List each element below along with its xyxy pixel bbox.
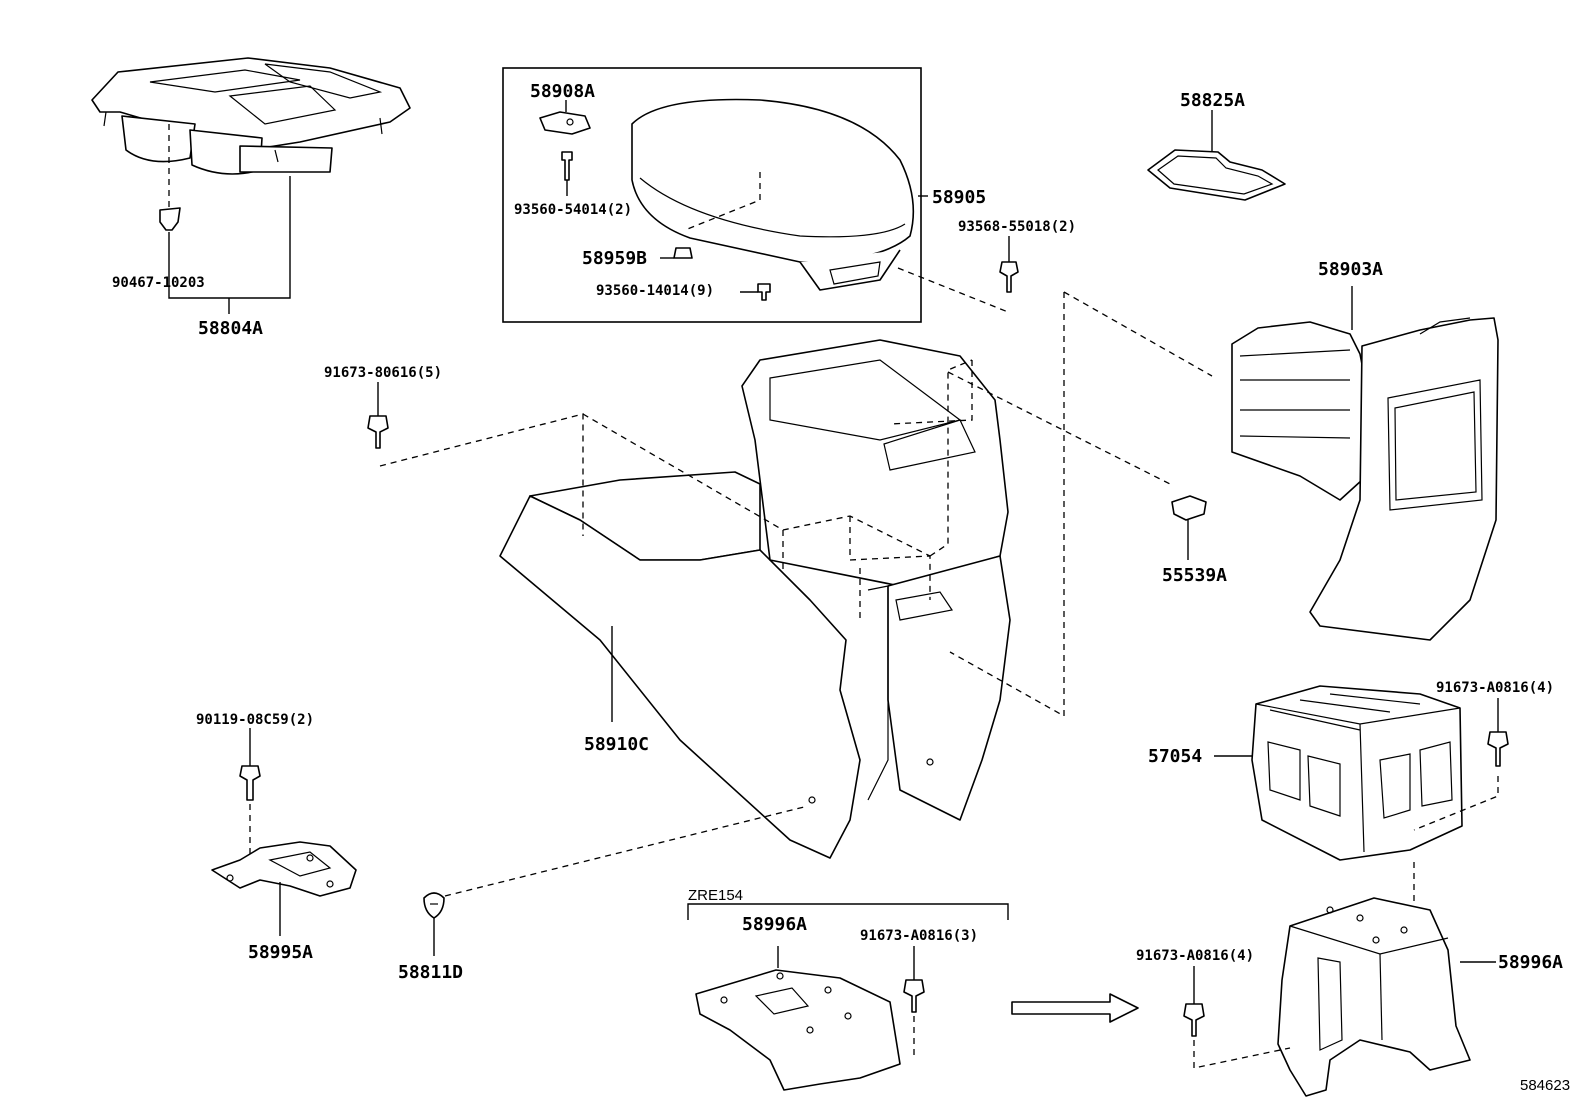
clip-90467-10203 bbox=[159, 207, 181, 231]
label-58804A: 58804A bbox=[198, 318, 263, 339]
label-58903A: 58903A bbox=[1318, 259, 1383, 280]
diagram-reference-number: 584623 bbox=[1520, 1077, 1570, 1094]
box-57054 bbox=[1251, 685, 1463, 861]
screw-93560-54014 bbox=[561, 151, 573, 181]
bracket-58908A bbox=[539, 111, 591, 135]
label-58905: 58905 bbox=[932, 187, 986, 208]
label-91673-A0816-right: 91673-A0816(4) bbox=[1436, 680, 1554, 696]
label-93560-54014: 93560-54014(2) bbox=[514, 202, 632, 218]
screw-93560-14014 bbox=[757, 283, 771, 301]
label-90467-10203: 90467-10203 bbox=[112, 275, 205, 291]
label-91673-80616: 91673-80616(5) bbox=[324, 365, 442, 381]
screw-93568-55018 bbox=[999, 261, 1019, 293]
label-58811D: 58811D bbox=[398, 962, 463, 983]
label-55539A: 55539A bbox=[1162, 565, 1227, 586]
label-57054: 57054 bbox=[1148, 746, 1202, 767]
label-93568-55018: 93568-55018(2) bbox=[958, 219, 1076, 235]
cup-holder-58804A bbox=[91, 57, 411, 175]
label-58995A: 58995A bbox=[248, 942, 313, 963]
bracket-58995A bbox=[211, 841, 357, 897]
label-58996A-left: 58996A bbox=[742, 914, 807, 935]
bolt-91673-A0816-right bbox=[1487, 731, 1509, 767]
stand-58996A-right bbox=[1277, 897, 1471, 1097]
armrest-group-box bbox=[502, 67, 922, 323]
bolt-91673-A0816-3 bbox=[903, 979, 925, 1013]
cap-55539A bbox=[1171, 495, 1207, 521]
label-58959B: 58959B bbox=[582, 248, 647, 269]
direction-arrow bbox=[1011, 993, 1139, 1023]
plate-58996A-left bbox=[695, 969, 901, 1091]
label-58996A-right: 58996A bbox=[1498, 952, 1563, 973]
label-58825A: 58825A bbox=[1180, 90, 1245, 111]
zre154-bracket bbox=[687, 903, 1009, 920]
pad-58825A bbox=[1147, 149, 1286, 201]
clip-58811D bbox=[423, 892, 445, 919]
label-zre154: ZRE154 bbox=[688, 887, 743, 904]
bolt-91673-80616 bbox=[367, 415, 389, 449]
armrest-lid-58905 bbox=[631, 98, 915, 291]
label-90119-08C59: 90119-08C59(2) bbox=[196, 712, 314, 728]
label-91673-A0816-bottom: 91673-A0816(4) bbox=[1136, 948, 1254, 964]
grommet-58959B bbox=[673, 247, 693, 259]
label-91673-A0816-3: 91673-A0816(3) bbox=[860, 928, 978, 944]
label-93560-14014: 93560-14014(9) bbox=[596, 283, 714, 299]
label-58910C: 58910C bbox=[584, 734, 649, 755]
bolt-90119-08C59 bbox=[239, 765, 261, 801]
bolt-91673-A0816-bottom bbox=[1183, 1003, 1205, 1037]
console-body-58910C bbox=[499, 339, 1011, 859]
rear-panel-58903A bbox=[1231, 317, 1499, 641]
label-58908A: 58908A bbox=[530, 81, 595, 102]
